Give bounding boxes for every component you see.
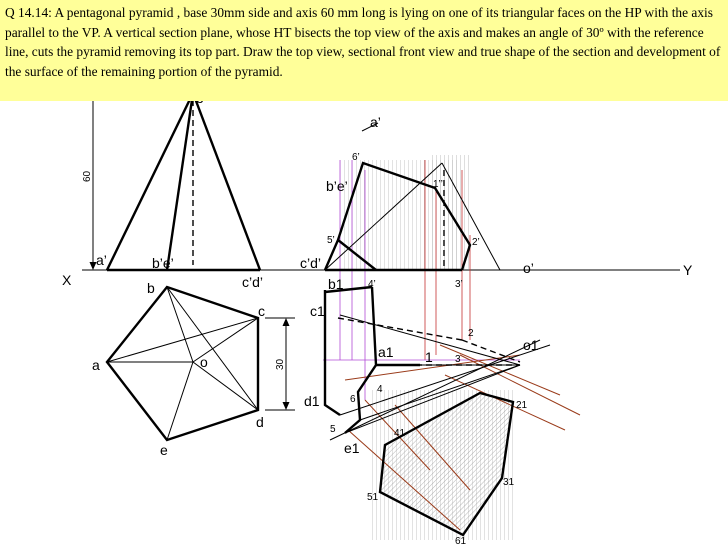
label-o-prime-2: o’ [523,260,534,276]
label-c1: c1 [310,303,325,319]
label-dim-60: 60 [82,170,93,182]
label-a: a [92,357,100,373]
label-o1: o1 [523,337,539,353]
label-a1: a1 [378,344,394,360]
label-x: X [62,272,72,288]
true-shape-hatching [340,155,515,540]
label-6-prime: 6’ [352,152,360,163]
right-top-view [323,285,551,441]
label-ts-2: 21 [516,400,528,411]
label-1-dprime: 1’’ [433,179,443,190]
left-top-view [105,285,295,442]
left-front-view [88,92,262,272]
question-text: Q 14.14: A pentagonal pyramid , base 30m… [5,5,721,79]
label-4-prime: 4’ [368,279,376,290]
label-e: e [160,442,168,458]
label-o: o [200,354,208,370]
label-d1: d1 [304,393,320,409]
label-4: 4 [377,384,383,395]
label-c: c [258,303,265,319]
label-dim-30: 30 [275,358,286,370]
label-cd-prime: c’d’ [242,274,263,290]
label-ts-4: 41 [394,428,406,439]
label-a-prime-2: a’ [370,114,381,130]
label-ts-6: 61 [455,536,467,546]
label-a-prime: a’ [96,252,107,268]
label-3-prime: 3’ [455,279,463,290]
label-e1: e1 [344,440,360,456]
label-6: 6 [350,394,356,405]
label-3: 3 [455,354,461,365]
label-5: 5 [330,424,336,435]
label-b: b [147,280,155,296]
label-be-prime: b’e’ [152,255,174,271]
label-ts-3: 31 [503,477,515,488]
label-b1: b1 [328,276,344,292]
label-d: d [256,414,264,430]
true-shape-of-section [378,391,515,537]
label-y: Y [683,262,693,278]
label-2: 2 [468,328,474,339]
label-2-prime: 2’ [472,237,480,248]
label-be-prime-2: b’e’ [326,178,348,194]
question-banner: Q 14.14: A pentagonal pyramid , base 30m… [0,0,728,101]
right-front-view [323,122,501,272]
label-ts-5: 51 [367,492,379,503]
label-1: 1 [425,349,433,365]
label-cd-prime-2: c’d’ [300,255,321,271]
label-5-prime: 5’ [327,235,335,246]
